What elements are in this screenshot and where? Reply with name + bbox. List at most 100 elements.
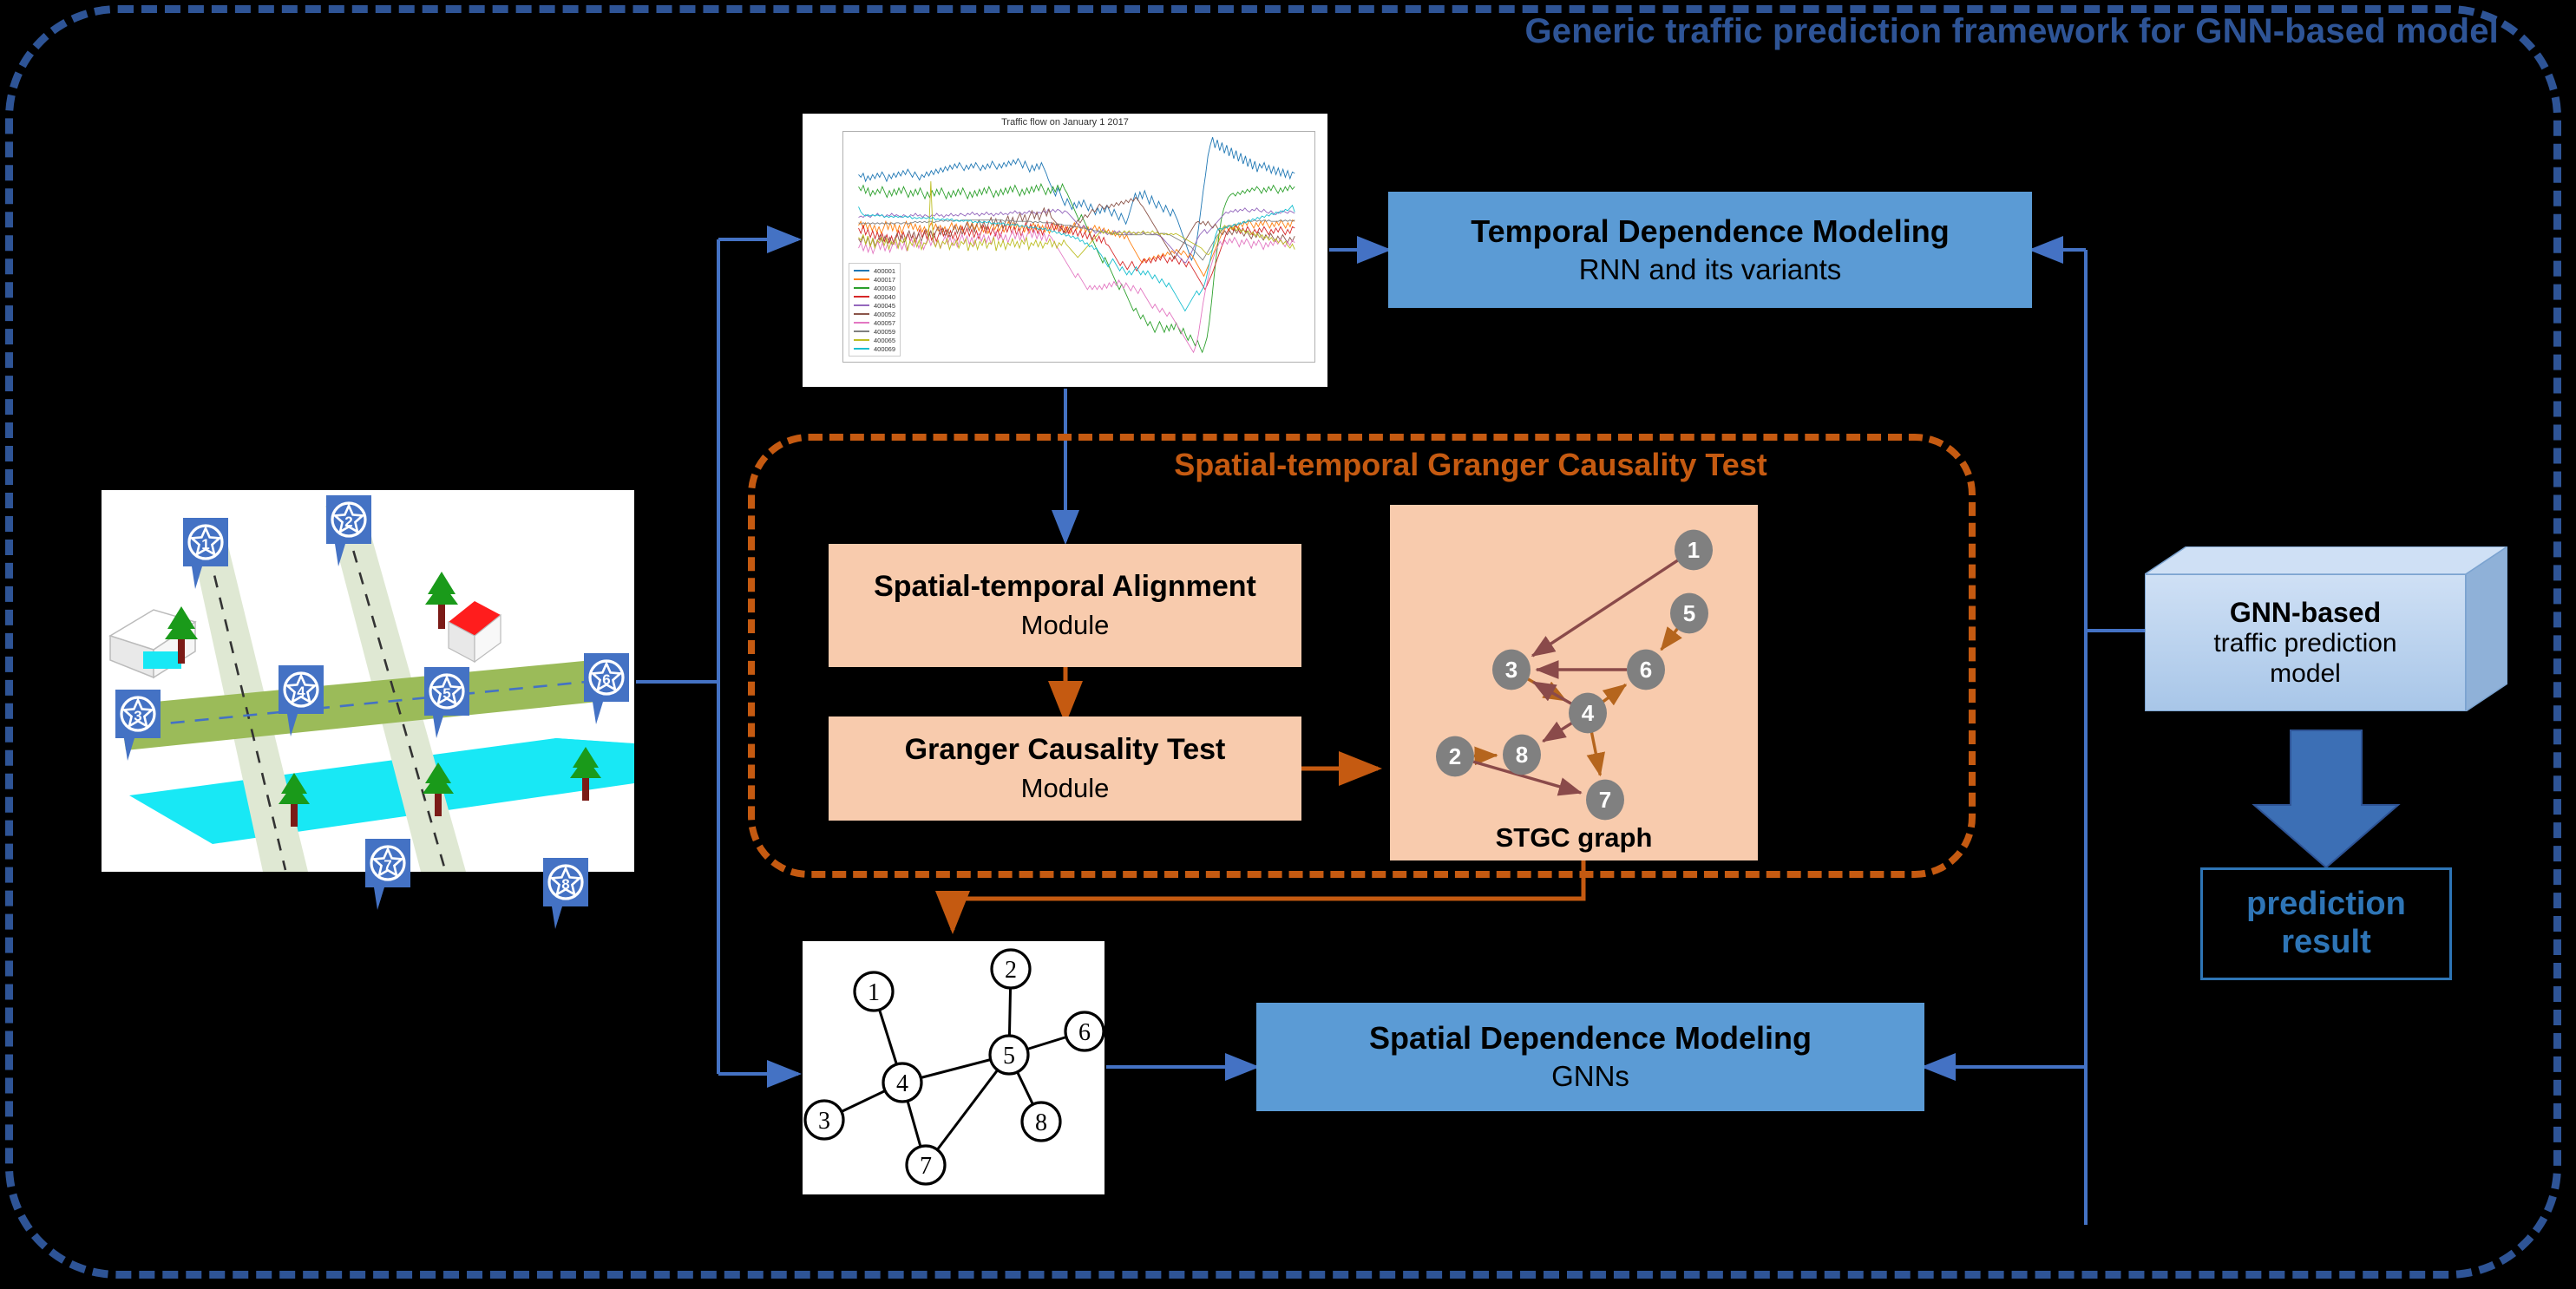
stgc-node-label: 6 <box>1640 657 1652 683</box>
temporal-box-subtitle: RNN and its variants <box>1578 252 1842 285</box>
chart-legend-item: 400052 <box>854 310 895 318</box>
road-graph-node-label: 3 <box>818 1108 830 1135</box>
legend-label: 400001 <box>874 266 896 275</box>
prediction-result-line1: prediction <box>2246 886 2406 923</box>
legend-label: 400069 <box>874 344 896 353</box>
spatial-box-subtitle: GNNs <box>1551 1060 1629 1093</box>
map-sensor-marker[interactable]: 4 <box>275 664 327 738</box>
granger-causality-test-module-box[interactable]: Granger Causality Test Module <box>829 716 1301 821</box>
map-sensor-marker[interactable]: 3 <box>112 688 164 762</box>
chart-legend-item: 400001 <box>854 266 895 275</box>
gnn-box-title: GNN-based <box>2229 597 2382 628</box>
chart-series-layer <box>858 137 1295 354</box>
map-marker-label: 1 <box>201 536 209 553</box>
chart-legend-item: 400069 <box>854 344 895 353</box>
stgc-node-label: 4 <box>1582 700 1595 726</box>
legend-label: 400052 <box>874 310 896 318</box>
road-graph-node-label: 8 <box>1035 1109 1047 1136</box>
stgc-graph: 1 2 3 4 5 6 7 8 <box>1436 529 1713 821</box>
legend-color-swatch <box>854 304 869 306</box>
gnn-box-front-face: GNN-based traffic prediction model <box>2145 574 2466 711</box>
stgc-node-label: 5 <box>1683 600 1695 626</box>
legend-label: 400030 <box>874 284 896 292</box>
stgc-node-label: 8 <box>1516 742 1528 768</box>
stgc-group-title: Spatial-temporal Granger Causality Test <box>1174 447 1767 482</box>
gnn-based-model-box[interactable]: GNN-based traffic prediction model <box>2145 546 2507 711</box>
map-sensor-marker[interactable]: 7 <box>362 837 414 912</box>
legend-label: 400045 <box>874 301 896 310</box>
road-graph-node-label: 1 <box>868 979 880 1006</box>
legend-label: 400059 <box>874 327 896 336</box>
stgc-node-label: 3 <box>1505 657 1517 683</box>
legend-color-swatch <box>854 348 869 350</box>
alignment-box-title: Spatial-temporal Alignment <box>874 570 1256 604</box>
map-sensor-marker[interactable]: 1 <box>180 516 232 591</box>
legend-color-swatch <box>854 339 869 341</box>
chart-title: Traffic flow on January 1 2017 <box>1001 117 1129 128</box>
map-sensor-marker[interactable]: 8 <box>540 856 592 931</box>
chart-legend-item: 400040 <box>854 292 895 301</box>
chart-legend-item: 400017 <box>854 275 895 284</box>
framework-outer-border <box>5 5 2561 1279</box>
map-marker-label: 8 <box>561 876 569 893</box>
legend-color-swatch <box>854 322 869 324</box>
prediction-result-line2: result <box>2281 924 2371 960</box>
stgc-node-label: 7 <box>1599 787 1611 813</box>
map-sensor-marker[interactable]: 5 <box>421 665 473 740</box>
gnn-box-subtitle-line2: model <box>2270 658 2341 688</box>
map-marker-label: 7 <box>383 857 391 874</box>
granger-box-subtitle: Module <box>1020 772 1110 803</box>
chart-legend-item: 400030 <box>854 284 895 292</box>
temporal-box-title: Temporal Dependence Modeling <box>1471 213 1950 249</box>
stgc-graph-caption: STGC graph <box>1495 822 1653 853</box>
stgc-node-label: 1 <box>1688 537 1700 563</box>
legend-label: 400065 <box>874 336 896 344</box>
legend-color-swatch <box>854 330 869 332</box>
legend-label: 400057 <box>874 318 896 327</box>
building-right-red-roof <box>448 601 501 664</box>
road-network-graph: 1 2 3 4 5 6 7 8 <box>803 948 1105 1186</box>
chart-legend-item: 400059 <box>854 327 895 336</box>
stgc-graph-panel: 1 2 3 4 5 6 7 8 STGC graph <box>1390 505 1758 860</box>
granger-box-title: Granger Causality Test <box>904 733 1226 767</box>
legend-label: 400040 <box>874 292 896 301</box>
legend-color-swatch <box>854 296 869 298</box>
temporal-dependence-modeling-box[interactable]: Temporal Dependence Modeling RNN and its… <box>1388 192 2032 308</box>
chart-legend-item: 400065 <box>854 336 895 344</box>
chart-legend-item: 400045 <box>854 301 895 310</box>
legend-color-swatch <box>854 287 869 289</box>
prediction-result-box[interactable]: prediction result <box>2200 867 2452 980</box>
alignment-box-subtitle: Module <box>1020 609 1110 640</box>
road-graph-node-label: 4 <box>896 1070 908 1097</box>
spatial-box-title: Spatial Dependence Modeling <box>1368 1020 1812 1056</box>
gnn-box-subtitle-line1: traffic prediction <box>2213 629 2397 658</box>
map-marker-label: 5 <box>442 685 450 702</box>
legend-label: 400017 <box>874 275 896 284</box>
legend-color-swatch <box>854 313 869 315</box>
legend-color-swatch <box>854 278 869 280</box>
road-graph-node-label: 5 <box>1003 1043 1015 1070</box>
chart-legend-item: 400057 <box>854 318 895 327</box>
map-sensor-marker[interactable]: 6 <box>580 651 633 726</box>
stgc-group-border <box>748 434 1976 878</box>
road-graph-node-label: 7 <box>920 1153 932 1180</box>
map-marker-label: 3 <box>134 708 141 724</box>
framework-title: Generic traffic prediction framework for… <box>1524 12 2499 50</box>
map-sensor-marker[interactable]: 2 <box>323 494 375 568</box>
stgc-node-label: 2 <box>1449 743 1461 769</box>
legend-color-swatch <box>854 270 869 272</box>
road-graph-node-label: 6 <box>1078 1019 1091 1046</box>
map-marker-label: 2 <box>344 514 352 530</box>
spatial-dependence-modeling-box[interactable]: Spatial Dependence Modeling GNNs <box>1256 1003 1924 1111</box>
spatial-temporal-alignment-module-box[interactable]: Spatial-temporal Alignment Module <box>829 544 1301 667</box>
road-network-graph-panel: 1 2 3 4 5 6 7 8 <box>803 941 1105 1194</box>
map-illustration <box>102 490 634 872</box>
road-network-map: 1 2 3 4 5 6 7 8 <box>102 490 634 929</box>
gnn-box-3d-shape <box>2145 546 2507 711</box>
tree-group <box>165 572 601 827</box>
road-graph-node-label: 2 <box>1005 957 1017 984</box>
map-marker-label: 6 <box>602 671 610 688</box>
